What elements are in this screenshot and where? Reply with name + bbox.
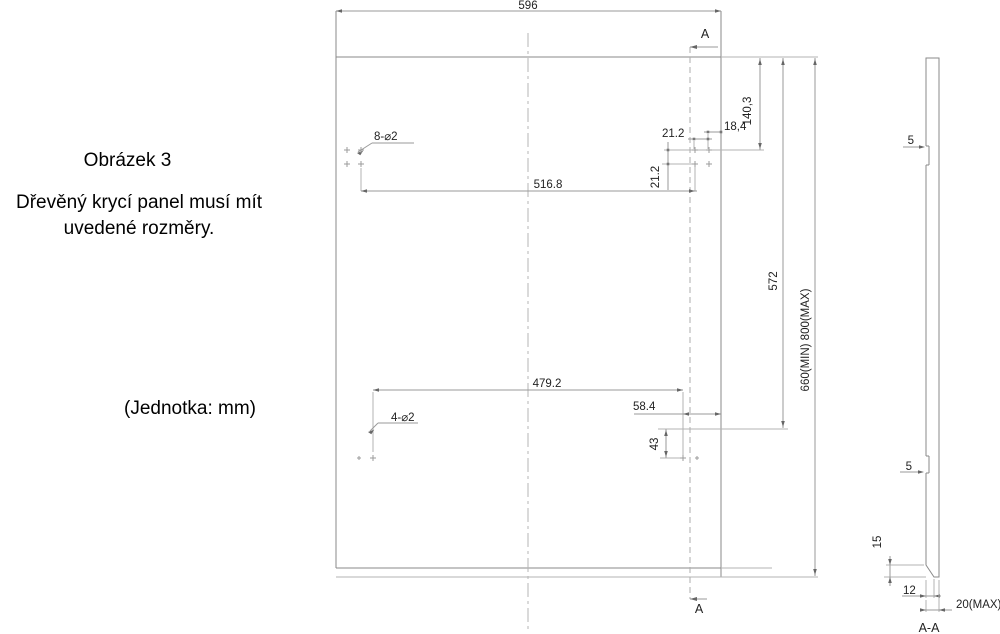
- dim-row-offset-bottom: 43: [649, 429, 680, 459]
- front-view: 596 140,3: [335, 0, 818, 632]
- figure-title: Obrázek 3: [83, 150, 172, 171]
- dim-tip-width: 12: [902, 579, 941, 598]
- figure-description-line1: Dřevěný krycí panel musí mít: [15, 192, 263, 213]
- dim-hole-span-bottom-label: 479.2: [533, 378, 562, 390]
- dim-thickness: 20(MAX): [920, 580, 1000, 612]
- dim-col-spacing-label: 21.2: [662, 128, 684, 140]
- dim-height-minmax-label: 660(MIN) 800(MAX): [800, 288, 812, 391]
- top-hole-callout-label: 8-⌀2: [374, 131, 398, 143]
- bottom-hole-callout-label: 4-⌀2: [391, 412, 415, 424]
- bottom-hole-callout: 4-⌀2: [368, 412, 418, 435]
- dim-edge-height: 15: [872, 536, 926, 586]
- dim-hole-span-top: 516.8: [361, 179, 697, 193]
- dim-hole-span-bottom: 479.2: [372, 378, 684, 458]
- dim-edge-offset-label: 18,4: [724, 121, 747, 133]
- unit-note: (Jednotka: mm): [124, 398, 256, 419]
- top-hole-centers: [344, 147, 712, 167]
- dim-width-596: 596: [336, 0, 721, 13]
- dim-corner-offset-label: 58.4: [633, 401, 656, 413]
- dim-top-offset-label: 140,3: [742, 97, 754, 126]
- dim-col-spacing: 21.2: [662, 128, 712, 141]
- dim-edge-height-label: 15: [872, 536, 884, 549]
- blind-hole-bottom: [925, 455, 930, 474]
- panel-cross-section: [925, 57, 940, 578]
- dim-corner-offset: 58.4: [633, 401, 721, 416]
- section-marker-top: A: [690, 27, 718, 49]
- dim-row-spacing: 21.2: [650, 142, 670, 190]
- dim-top-offset: 140,3: [742, 58, 762, 150]
- dim-height-572-label: 572: [768, 271, 780, 290]
- dim-hole-span-top-label: 516.8: [534, 179, 563, 191]
- section-marker-bottom: A: [690, 597, 707, 616]
- dim-tip-width-label: 12: [903, 585, 916, 597]
- dim-thickness-label: 20(MAX): [956, 599, 1000, 611]
- dim-row-spacing-label: 21.2: [650, 166, 662, 188]
- blind-hole-top: [925, 145, 930, 166]
- figure-description: Dřevěný krycí panel musí mít uvedené roz…: [0, 190, 278, 242]
- panel-outline: [335, 11, 818, 578]
- section-marker-bottom-label: A: [695, 602, 704, 616]
- dim-width-label: 596: [518, 0, 537, 12]
- section-marker-top-label: A: [701, 27, 710, 41]
- dim-edge-offset: 18,4: [704, 121, 747, 134]
- dim-height-572: 572: [658, 58, 788, 430]
- top-hole-callout: 8-⌀2: [357, 131, 414, 156]
- dim-row-offset-bottom-label: 43: [649, 438, 661, 451]
- dim-height-minmax: 660(MIN) 800(MAX): [800, 58, 817, 576]
- top-hole-extensions: [360, 134, 764, 191]
- section-view-title: A-A: [919, 621, 941, 634]
- section-view: 5 5 15: [872, 57, 1000, 634]
- figure-description-line2: uvedené rozměry.: [63, 218, 215, 239]
- dim-hole-depth-top: 5: [903, 135, 925, 149]
- dim-hole-depth-bottom-label: 5: [906, 461, 912, 473]
- bottom-hole-centers: [357, 455, 699, 461]
- dim-hole-depth-bottom: 5: [900, 461, 924, 474]
- dim-hole-depth-top-label: 5: [908, 135, 914, 147]
